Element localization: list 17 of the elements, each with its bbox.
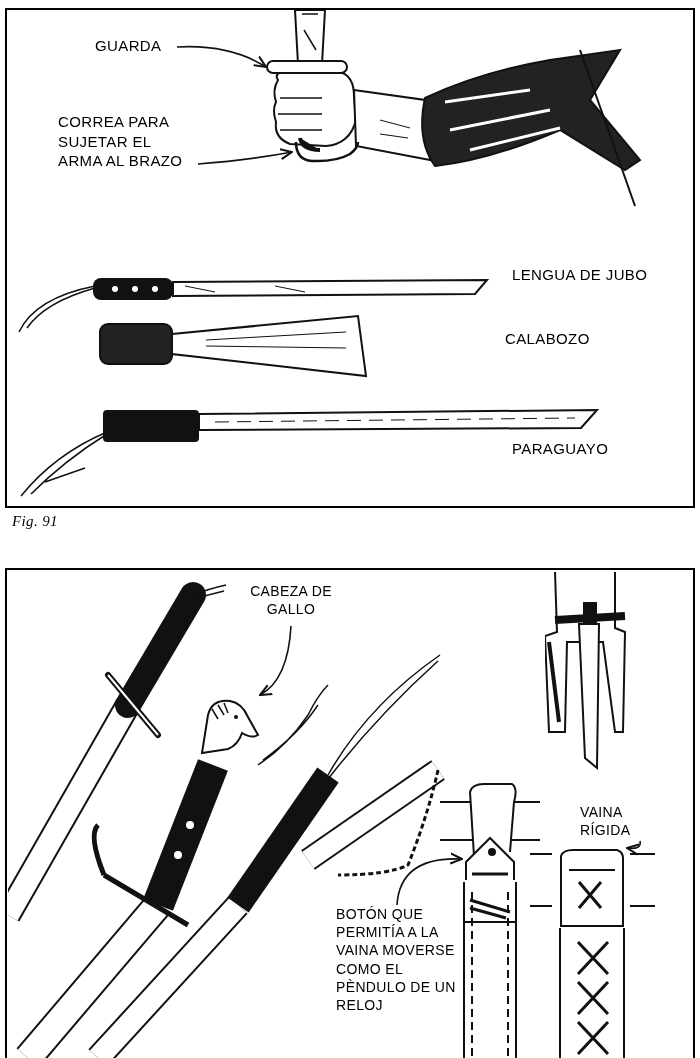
callout-text: CORREA PARA SUJETAR EL ARMA AL BRAZO: [58, 112, 184, 171]
weapon-name: LENGUA DE JUBO: [512, 266, 649, 285]
leader-line: [197, 148, 293, 165]
leader-line: [396, 852, 463, 906]
callout-text: CABEZA DE GALLO: [249, 582, 333, 619]
weapon-name: PARAGUAYO: [512, 440, 610, 459]
pointed-part-drawing: [292, 140, 362, 164]
callout-text: BOTÓN QUE PERMITÍA A LA VAINA MOVERSE COMO EL PÈNDULO DE UN RELOJ: [336, 905, 457, 1015]
callout-text: GUARDA: [95, 36, 163, 56]
leader-line: [176, 45, 267, 68]
leader-line: [626, 840, 641, 856]
pointed-part-drawing: [462, 836, 518, 882]
callout-text: VAINA RÍGIDA: [580, 803, 632, 840]
sword-guard: [266, 60, 348, 74]
figure-caption: Fig. 91: [12, 512, 59, 531]
weapon-name: CALABOZO: [505, 330, 591, 349]
leader-line: [259, 625, 292, 696]
